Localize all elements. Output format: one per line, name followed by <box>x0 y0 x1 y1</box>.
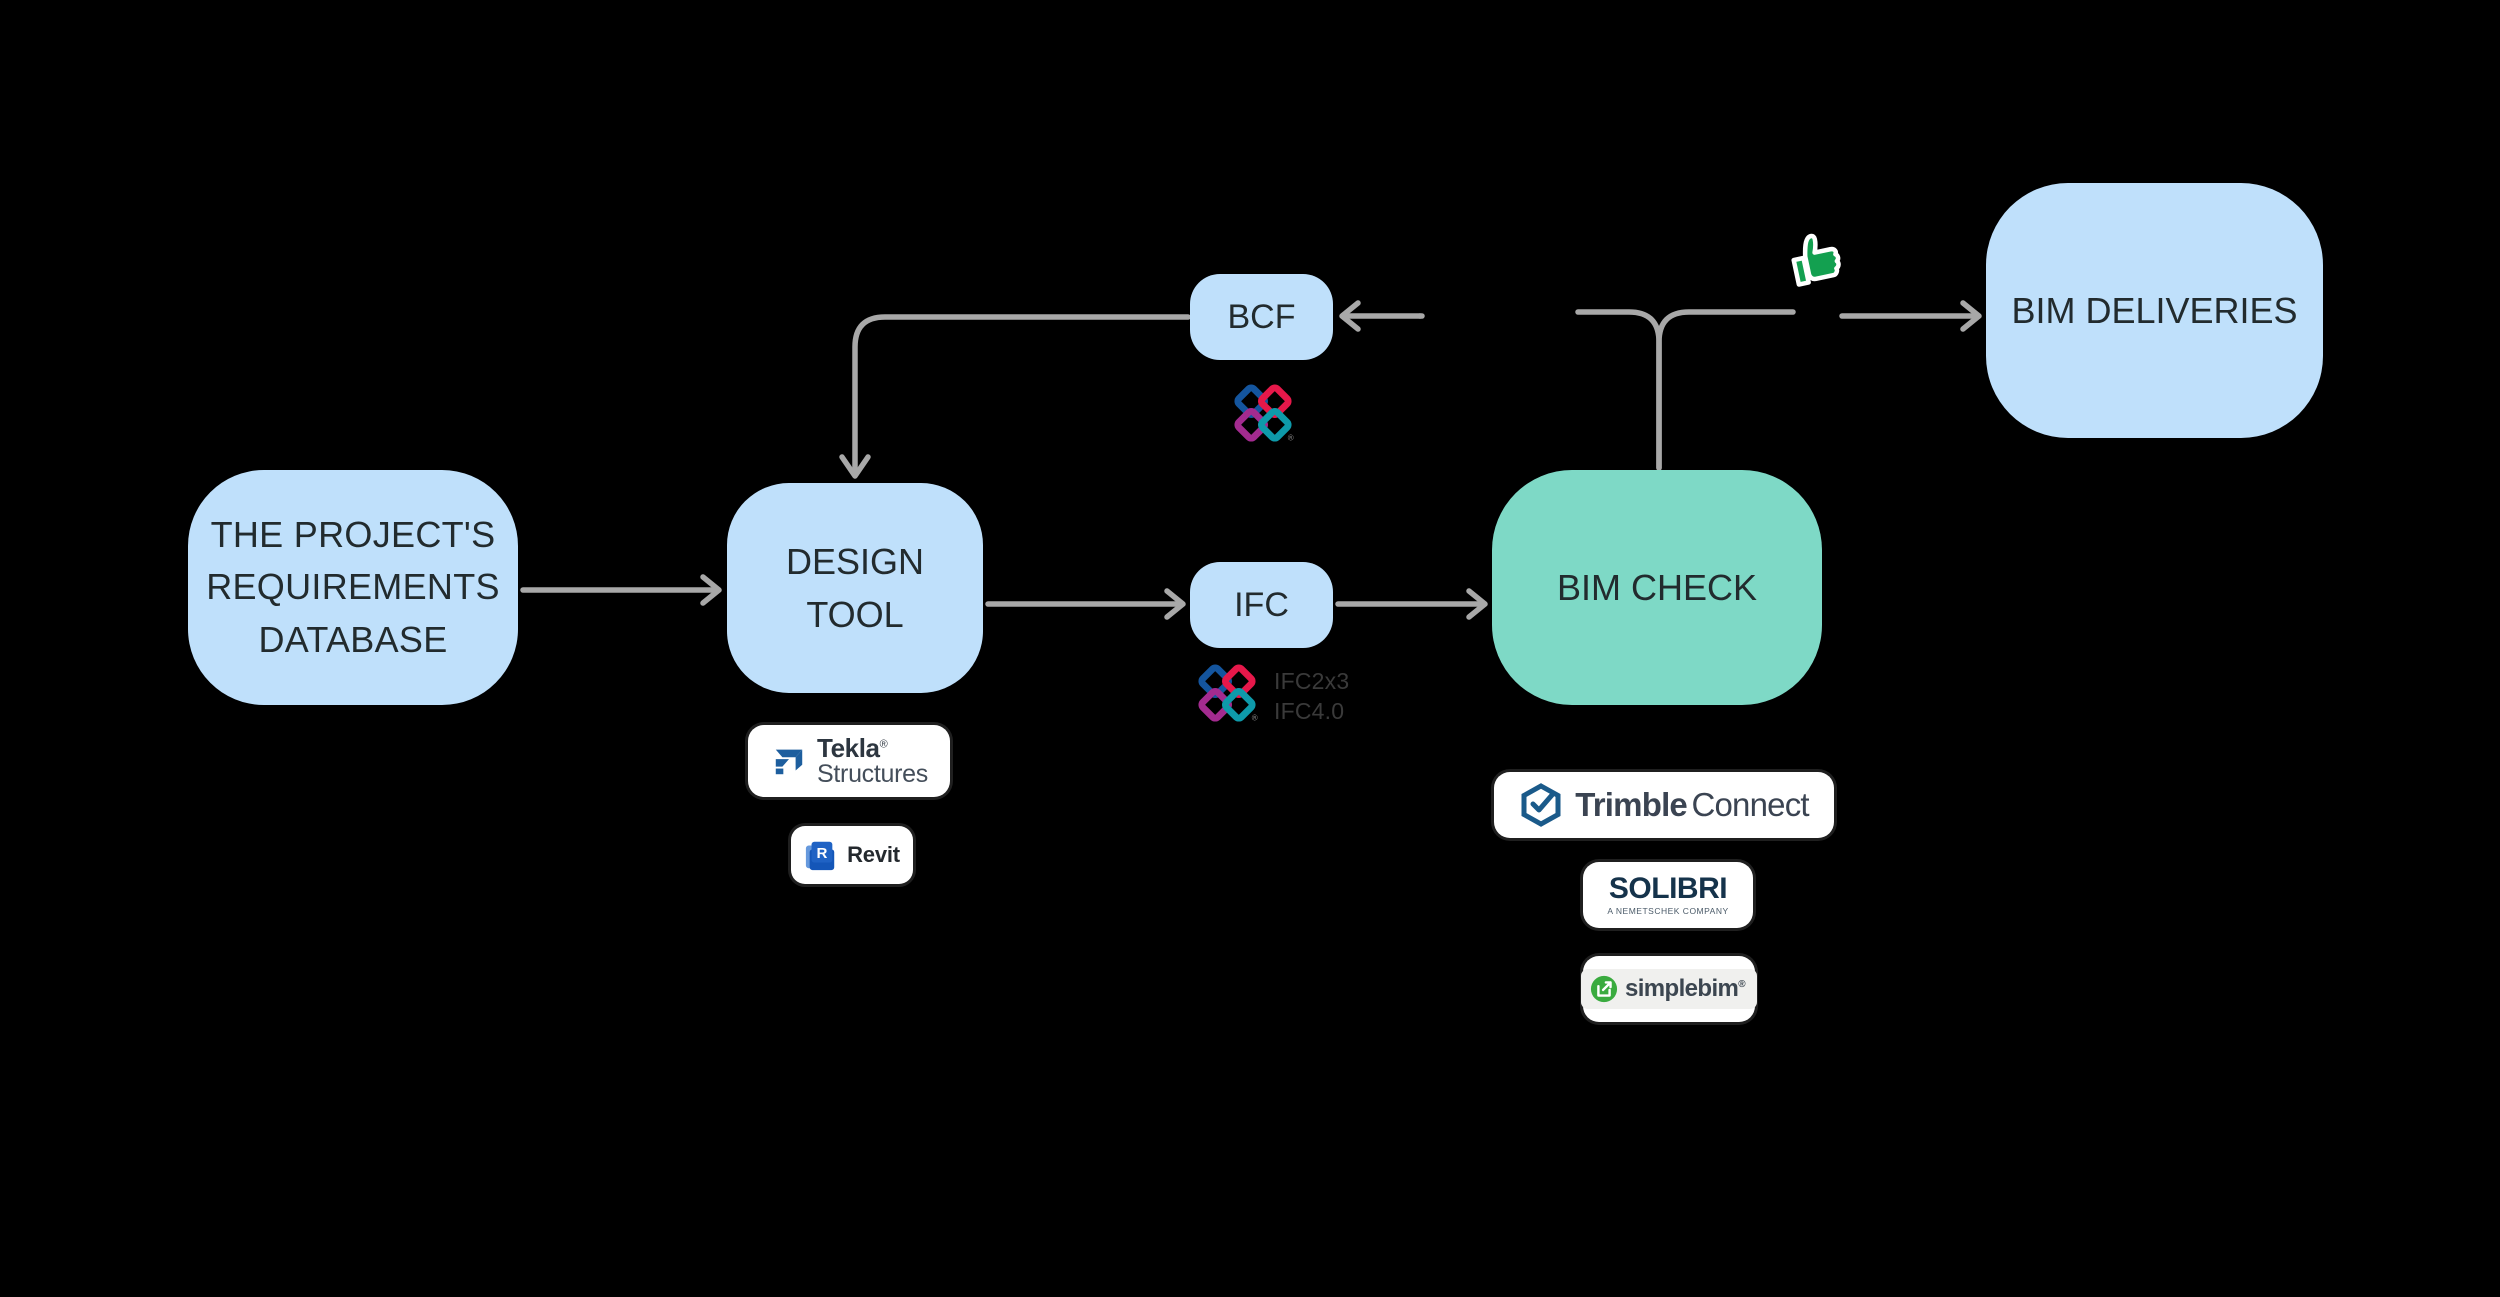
buildingsmart-icon: ® <box>1234 384 1294 442</box>
trimble-icon <box>1521 783 1561 827</box>
tekla-word-2: Structures <box>817 759 928 788</box>
simplebim-icon <box>1590 975 1618 1003</box>
node-bim-deliveries[interactable]: BIM DELIVERIES <box>1986 183 2323 438</box>
connector-split-to-bcf <box>1339 300 1425 332</box>
node-project-requirements-database[interactable]: THE PROJECT'S REQUIREMENTS DATABASE <box>188 470 518 705</box>
tekla-registered: ® <box>879 738 888 751</box>
svg-text:R: R <box>817 845 828 862</box>
node-requirements-line3: DATABASE <box>258 618 448 660</box>
node-requirements-line1: THE PROJECT'S <box>210 514 496 556</box>
node-requirements-line2: REQUIREMENTS <box>206 566 500 608</box>
node-design-tool-line1: DESIGN <box>785 540 925 582</box>
node-bcf[interactable]: BCF <box>1190 274 1333 360</box>
connector-ifc-to-bim-check <box>1335 588 1488 620</box>
trimble-word-1: Trimble <box>1575 786 1688 823</box>
logo-chip-tekla-structures[interactable]: Tekla® Structures <box>748 725 950 797</box>
ifc-version-labels: IFC2x3 IFC4.0 <box>1274 666 1349 727</box>
connector-bim-check-split <box>1575 309 1796 471</box>
tekla-icon <box>775 749 803 775</box>
connector-bcf-to-design-tool <box>839 314 1191 479</box>
trimble-word-2: Connect <box>1691 786 1809 823</box>
svg-text:®: ® <box>1252 713 1258 722</box>
svg-text:®: ® <box>1288 433 1294 442</box>
connector-design-tool-to-ifc <box>985 588 1186 620</box>
revit-icon: R <box>805 841 835 871</box>
logo-chip-simplebim[interactable]: simplebim® <box>1580 956 1758 1022</box>
node-ifc[interactable]: IFC <box>1190 562 1333 648</box>
simplebim-word: simplebim <box>1624 975 1739 1002</box>
logo-chip-trimble-connect[interactable]: Trimble Connect <box>1494 772 1834 838</box>
ifc-version-line1: IFC2x3 <box>1274 668 1350 694</box>
buildingsmart-icon: ® <box>1198 664 1258 722</box>
thumbs-up-icon <box>1791 233 1841 287</box>
connector-requirements-to-design-tool <box>520 574 722 606</box>
node-design-tool-line2: TOOL <box>806 594 904 635</box>
logo-chip-solibri[interactable]: SOLIBRI A NEMETSCHEK COMPANY <box>1583 862 1753 928</box>
node-design-tool[interactable]: DESIGN TOOL <box>727 483 983 693</box>
simplebim-registered: ® <box>1738 979 1746 990</box>
ifc-version-line2: IFC4.0 <box>1274 698 1345 725</box>
logo-chip-revit[interactable]: R Revit <box>791 826 913 884</box>
tekla-word-1: Tekla <box>817 732 880 763</box>
connector-split-to-bim-deliveries <box>1839 300 1982 332</box>
solibri-word: SOLIBRI <box>1608 872 1728 906</box>
revit-word: Revit <box>847 842 900 867</box>
solibri-tagline: A NEMETSCHEK COMPANY <box>1607 906 1729 917</box>
node-bim-check[interactable]: BIM CHECK <box>1492 470 1822 705</box>
